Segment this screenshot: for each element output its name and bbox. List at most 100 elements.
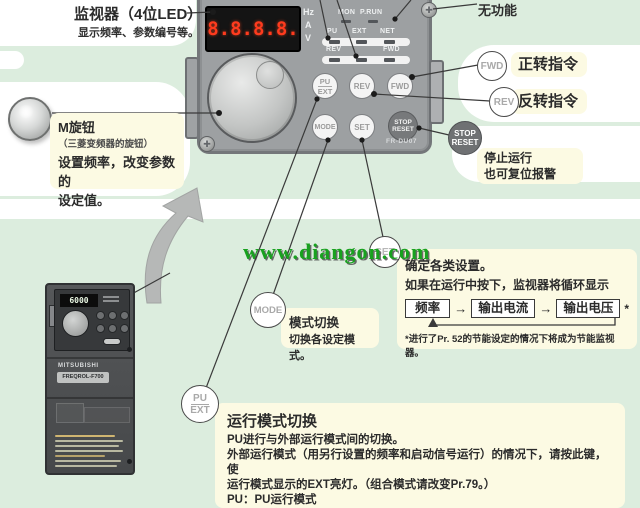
stop-callout-box: 停止运行 也可复位报警 — [477, 148, 583, 184]
set-callout-circle: SET — [369, 236, 401, 268]
band-top-left — [0, 0, 196, 46]
rev-callout-box: 反转指令 — [511, 89, 587, 114]
pu-indicator — [329, 40, 340, 44]
rev-callout-circle: REV — [489, 87, 519, 117]
fwd-callout-circle: FWD — [477, 51, 507, 81]
flow-output-voltage: 输出电压 — [556, 299, 621, 318]
monitor-callout-title: 监视器（4位LED） — [74, 6, 203, 23]
inverter-groove — [47, 397, 133, 399]
watermark: www.diangon.com — [243, 239, 431, 264]
led-fwd-label: FWD — [383, 46, 400, 53]
inverter-warning-label — [55, 431, 127, 469]
pu-ext-title: 运行模式切换 — [227, 413, 318, 430]
inverter-groove — [47, 357, 133, 359]
pu-ext-line: 外部运行模式（用另行设置的频率和启动信号运行）的情况下，请按此键，使 — [227, 449, 607, 476]
mon-indicator — [341, 20, 351, 23]
m-dial-subtitle: （三菱变频器的旋钮） — [58, 139, 154, 150]
flow-output-current: 输出电流 — [471, 299, 536, 318]
inverter-key — [108, 311, 117, 320]
stop-callout-line1: 停止运行 — [484, 151, 533, 165]
ext-label: EXT — [317, 86, 333, 96]
fwd-callout-label: 正转指令 — [518, 56, 579, 73]
pu-ext-line: PU：PU运行模式 — [227, 494, 317, 506]
dial-dimple — [256, 61, 284, 89]
inverter-screw — [127, 347, 132, 352]
ext-label: EXT — [190, 404, 210, 416]
pu-label: PU — [317, 76, 333, 87]
inverter-panel-mark — [103, 300, 119, 302]
monitor-callout-desc: 显示频率、参数编号等。 — [78, 27, 199, 39]
m-dial-desc2: 设定值。 — [58, 193, 111, 208]
screw-icon: ✚ — [199, 136, 215, 152]
set-button: SET — [349, 114, 375, 140]
led-prun-label: P.RUN — [360, 9, 383, 16]
inverter-key-wide — [103, 338, 121, 345]
pu-ext-callout-box: 运行模式切换 PU进行与外部运行模式间的切换。 外部运行模式（用另行设置的频率和… — [215, 403, 625, 508]
mode-callout-box: 模式切换 切换各设定模式。 — [281, 308, 379, 362]
inverter-cover-rect — [84, 407, 130, 423]
set-callout-box: 确定各类设置。 如果在运行中按下，监视器将循环显示 频率 → 输出电流 → 输出… — [397, 249, 637, 359]
mode-callout-circle: MODE — [250, 292, 286, 328]
led-digits: 8.8.8.8. — [207, 18, 299, 40]
rev-indicator — [329, 58, 340, 62]
inverter-screw — [127, 459, 132, 464]
led-pu-label: PU — [327, 28, 338, 35]
monitor-cycle-flow: 频率 → 输出电流 → 输出电压 * — [405, 299, 629, 318]
mode-button: MODE — [312, 114, 338, 140]
m-dial-desc1: 设置频率，改变参数的 — [58, 155, 176, 189]
inverter-key — [96, 311, 105, 320]
m-dial-knob — [8, 97, 52, 141]
ext-indicator — [356, 40, 367, 44]
arrow-right-icon: → — [539, 301, 553, 316]
pu-ext-line: PU进行与外部运行模式间的切换。 — [227, 434, 404, 446]
inverter-model-badge: FREQROL-F700 — [57, 372, 109, 383]
fwd-indicator — [384, 58, 395, 62]
mid-indicator — [356, 58, 367, 62]
m-dial-callout-box: M旋钮 （三菱变频器的旋钮） 设置频率，改变参数的 设定值。 — [50, 113, 184, 208]
inverter-brand: MITSUBISHI — [58, 363, 99, 369]
screw-icon: ✚ — [421, 2, 437, 18]
unit-v: V — [305, 33, 312, 43]
inverter-key — [96, 324, 105, 333]
led-net-label: NET — [380, 28, 395, 35]
fwd-callout-box: 正转指令 — [511, 52, 587, 77]
led-rev-label: REV — [326, 46, 342, 53]
set-callout-line1: 确定各类设置。 — [405, 259, 493, 273]
rev-button: REV — [349, 73, 375, 99]
band-tail — [0, 51, 24, 69]
unit-hz: Hz — [303, 7, 314, 17]
no-function-label: 无功能 — [478, 3, 518, 18]
pu-ext-line: 运行模式显示的EXT亮灯。（组合模式请改变Pr.79。） — [227, 479, 496, 491]
panel-right-tab — [429, 60, 444, 124]
inverter-keypad: 6000 — [54, 289, 130, 351]
pu-ext-callout-circle: PU EXT — [181, 385, 219, 423]
inverter-led-display: 6000 — [60, 294, 98, 307]
inverter-cover-rect — [56, 403, 84, 423]
set-callout-line2: 如果在运行中按下，监视器将循环显示 — [405, 278, 610, 292]
flow-frequency: 频率 — [405, 299, 451, 318]
net-indicator — [384, 40, 395, 44]
led-mon-label: MON — [338, 9, 356, 16]
inverter-key — [120, 324, 129, 333]
cycle-loop-arrow — [428, 318, 616, 327]
mode-callout-line2: 切换各设定模式。 — [289, 334, 355, 362]
prun-indicator — [368, 20, 378, 23]
flow-star: * — [624, 301, 629, 316]
unit-a: A — [305, 20, 312, 30]
led-ext-label: EXT — [352, 28, 367, 35]
inverter-key — [108, 324, 117, 333]
inverter-key — [120, 311, 129, 320]
led-display: 8.8.8.8. — [205, 6, 301, 52]
set-callout-note: *进行了Pr. 52的节能设定的情况下将成为节能监视器。 — [405, 334, 615, 359]
pu-ext-button: PU EXT — [312, 73, 338, 99]
inverter-panel-mark — [103, 296, 119, 298]
inverter-unit: 6000 MITSUBISHI FREQROL-F700 — [45, 283, 135, 475]
m-dial-title: M旋钮 — [58, 120, 95, 135]
setting-dial — [207, 53, 297, 143]
fwd-button: FWD — [387, 73, 413, 99]
rev-callout-label: 反转指令 — [518, 93, 579, 110]
arrow-right-icon: → — [454, 301, 468, 316]
